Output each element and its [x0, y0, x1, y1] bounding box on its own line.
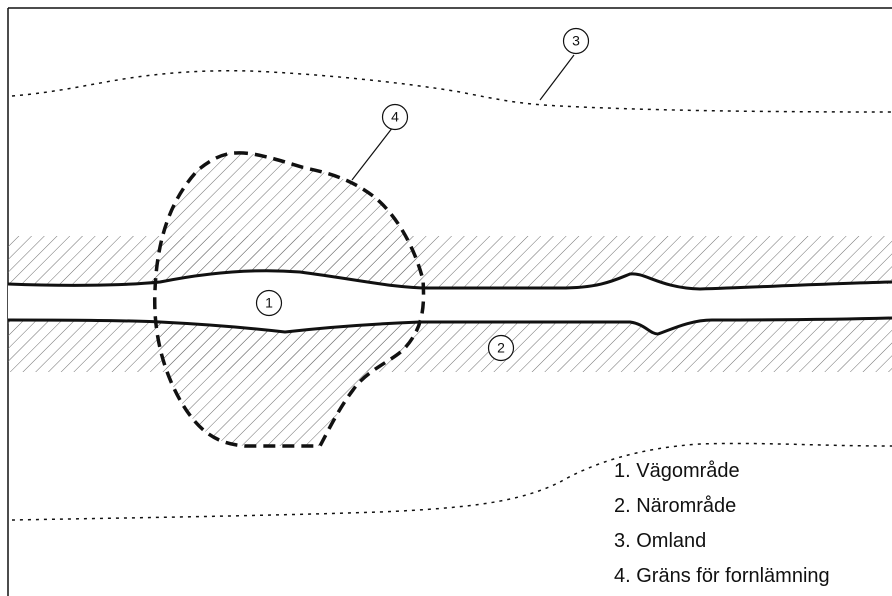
hinterland-boundary-upper [11, 70, 892, 113]
callout-1-label: 1 [265, 295, 273, 311]
legend-item-1: 1. Vägområde [614, 460, 740, 482]
callout-2: 2 [487, 334, 515, 362]
ancient-site-boundary [152, 151, 426, 448]
callout-4: 4 [381, 103, 409, 131]
near-zone-upper-hatch [8, 236, 892, 289]
callout-1: 1 [255, 289, 283, 317]
callout-2-label: 2 [497, 340, 505, 356]
callout-3-label: 3 [572, 33, 580, 49]
legend-item-3: 3. Omland [614, 530, 707, 552]
near-zone-lower-hatch [8, 318, 892, 372]
leader-line-3 [539, 54, 575, 101]
callout-4-label: 4 [391, 109, 399, 125]
road-edge-lower [7, 316, 892, 336]
legend: 1. Vägområde 2. Närområde 3. Omland 4. G… [614, 454, 890, 594]
leader-line-4 [351, 126, 394, 181]
legend-item-4: 4. Gräns för fornlämning [614, 565, 830, 587]
callout-3: 3 [562, 27, 590, 55]
legend-item-2: 2. Närområde [614, 495, 737, 517]
